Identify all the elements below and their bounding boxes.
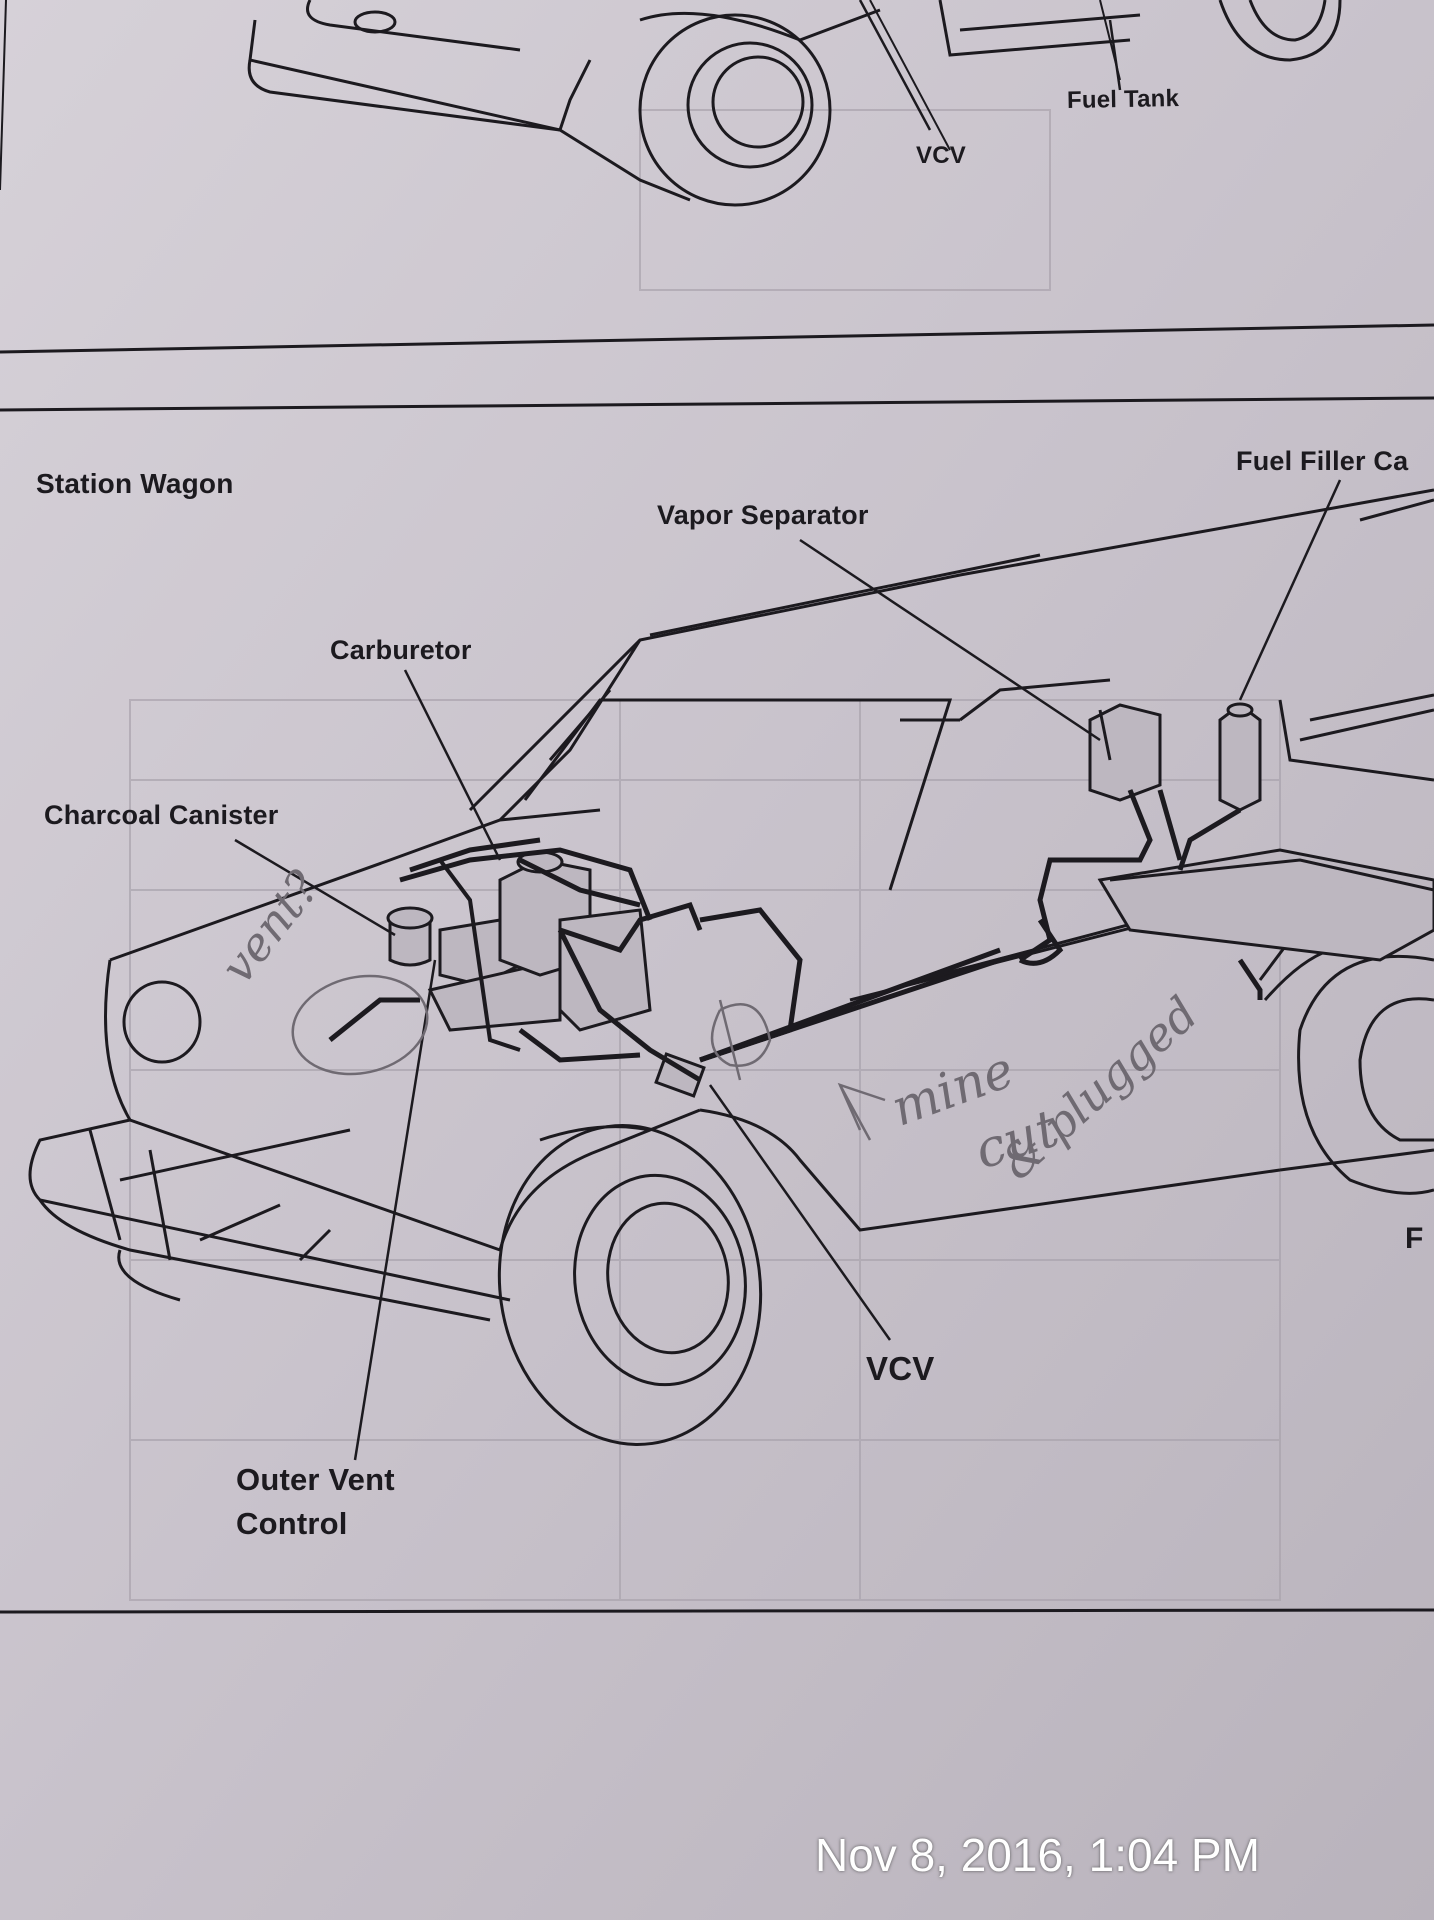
label-fuel-filler-cap: Fuel Filler Ca	[1236, 446, 1409, 476]
label-charcoal-canister: Charcoal Canister	[44, 800, 279, 830]
section-title: Station Wagon	[36, 468, 234, 499]
headlight	[122, 980, 202, 1064]
print-through-lines	[129, 109, 1281, 1601]
label-vapor-separator: Vapor Separator	[657, 500, 869, 530]
label-fuel-tank-top: Fuel Tank	[1066, 85, 1180, 114]
label-outer-vent-line2: Control	[236, 1506, 348, 1541]
front-wheel	[497, 1124, 763, 1446]
label-carburetor: Carburetor	[330, 635, 472, 665]
leader-lines	[234, 0, 1342, 1461]
photo-timestamp: Nov 8, 2016, 1:04 PM	[815, 1829, 1260, 1881]
rear-fuel-lines	[1018, 789, 1263, 1000]
pencil-marks	[291, 974, 886, 1141]
top-car-drawing	[247, 0, 1342, 207]
label-vcv: VCV	[866, 1350, 935, 1387]
page-rules	[0, 0, 1434, 1614]
rear-fuel-system	[1088, 702, 1434, 962]
label-right-edge-cutoff: F	[1405, 1222, 1424, 1255]
top-car-wheel	[638, 13, 832, 207]
label-vcv-top: VCV	[916, 142, 966, 169]
label-outer-vent-line1: Outer Vent	[236, 1462, 395, 1497]
